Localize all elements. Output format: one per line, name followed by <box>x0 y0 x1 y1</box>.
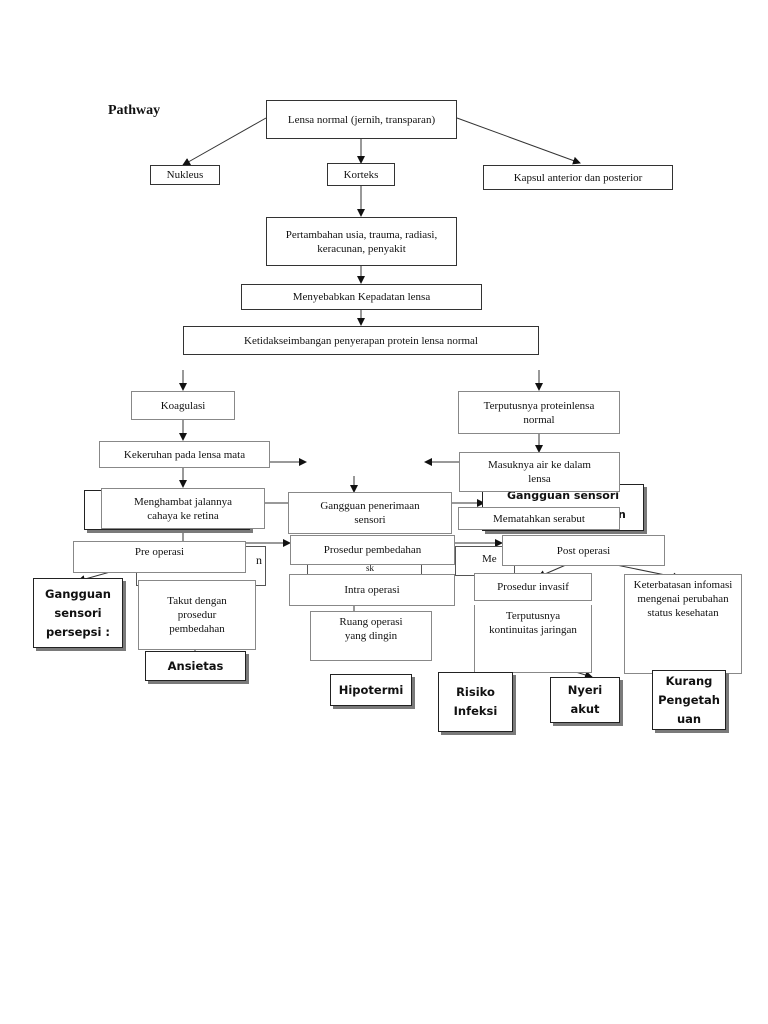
node-lensa-normal: Lensa normal (jernih, transparan) <box>266 100 457 139</box>
node-nyeri-akut: Nyeri akut <box>550 677 620 723</box>
node-kekeruhan: Kekeruhan pada lensa mata <box>99 441 270 468</box>
node-nukleus: Nukleus <box>150 165 220 185</box>
node-ketidakseimbangan: Ketidakseimbangan penyerapan protein len… <box>183 326 539 355</box>
node-terputusnya-kontinuitas-label: Terputusnya kontinuitas jaringan <box>489 610 577 636</box>
node-mematahkan-label: Mematahkan serabut <box>493 512 585 525</box>
ghost-n-right: n <box>618 508 626 521</box>
node-post-operasi: Post operasi <box>502 535 665 566</box>
ghost-n-left: n <box>256 553 262 567</box>
node-kurang-pengetahuan: Kurang Pengetah uan <box>652 670 726 730</box>
node-prosedur-pembedahan-label: Prosedur pembedahan <box>323 544 422 556</box>
node-terputusnya-kontinuitas: Terputusnya kontinuitas jaringan <box>474 605 592 673</box>
node-menyebabkan-label: Menyebabkan Kepadatan lensa <box>292 291 431 303</box>
node-ketidakseimbangan-label: Ketidakseimbangan penyerapan protein len… <box>244 334 478 347</box>
ghost-me: Me <box>482 553 497 565</box>
node-korteks: Korteks <box>327 163 395 186</box>
node-masuknya-air: Masuknya air ke dalam lensa <box>459 452 620 492</box>
node-ansietas: Ansietas <box>145 651 246 681</box>
node-intra-operasi-label: Intra operasi <box>344 584 400 596</box>
arrow-lensa-to-nukleus <box>182 117 267 166</box>
node-gangguan-penerimaan-label: Gangguan penerimaan sensori <box>320 500 420 526</box>
node-keterbatasan-label: Keterbatasan infomasi mengenai perubahan… <box>633 579 733 619</box>
node-risiko-infeksi-label: Risiko Infeksi <box>453 685 498 718</box>
node-koagulasi-label: Koagulasi <box>160 399 206 412</box>
arrow-lensa-to-kapsul <box>456 117 581 165</box>
node-prosedur-invasif: Prosedur invasif <box>474 573 592 601</box>
node-kurang-pengetahuan-label: Kurang Pengetah uan <box>658 673 720 726</box>
node-lensa-normal-label: Lensa normal (jernih, transparan) <box>287 113 436 126</box>
node-mematahkan: Mematahkan serabut <box>458 507 620 530</box>
node-hipotermi-label: Hipotermi <box>338 682 404 697</box>
node-terputusnya-protein: Terputusnya proteinlensa normal <box>458 391 620 434</box>
node-menghambat-label: Menghambat jalannya cahaya ke retina <box>133 495 233 522</box>
node-kapsul-label: Kapsul anterior dan posterior <box>513 171 643 184</box>
node-pre-operasi-label: Pre operasi <box>134 546 185 558</box>
node-ruang-operasi: Ruang operasi yang dingin <box>310 611 432 661</box>
node-terputusnya-protein-label: Terputusnya proteinlensa normal <box>483 399 595 426</box>
node-gangguan-penerimaan: Gangguan penerimaan sensori <box>288 492 452 534</box>
node-menghambat: Menghambat jalannya cahaya ke retina <box>101 488 265 529</box>
node-kapsul: Kapsul anterior dan posterior <box>483 165 673 190</box>
node-keterbatasan: Keterbatasan infomasi mengenai perubahan… <box>624 574 742 674</box>
node-ruang-operasi-label: Ruang operasi yang dingin <box>339 616 403 642</box>
node-hipotermi: Hipotermi <box>330 674 412 706</box>
node-post-operasi-label: Post operasi <box>556 544 611 557</box>
node-kekeruhan-label: Kekeruhan pada lensa mata <box>123 448 246 461</box>
node-prosedur-pembedahan: Prosedur pembedahan <box>290 535 455 565</box>
node-risiko-infeksi: Risiko Infeksi <box>438 672 513 732</box>
node-gangguan-persepsi: Gangguan sensori persepsi : <box>33 578 123 648</box>
node-ansietas-label: Ansietas <box>167 658 224 673</box>
node-takut: Takut dengan prosedur pembedahan <box>138 580 256 650</box>
node-koagulasi: Koagulasi <box>131 391 235 420</box>
node-nyeri-akut-label: Nyeri akut <box>567 683 603 716</box>
node-gangguan-persepsi-label: Gangguan sensori persepsi : <box>45 586 111 639</box>
node-gangguan-sensori-back-label: Gangguan sensori <box>506 489 620 502</box>
node-nukleus-label: Nukleus <box>166 169 204 181</box>
page-title: Pathway <box>108 103 161 118</box>
node-masuknya-air-label: Masuknya air ke dalam lensa <box>488 459 591 485</box>
node-menyebabkan: Menyebabkan Kepadatan lensa <box>241 284 482 310</box>
node-pre-operasi: Pre operasi <box>73 541 246 573</box>
node-korteks-label: Korteks <box>343 168 379 181</box>
node-intra-operasi: Intra operasi <box>289 574 455 606</box>
node-takut-label: Takut dengan prosedur pembedahan <box>167 595 227 635</box>
node-pertambahan: Pertambahan usia, trauma, radiasi, kerac… <box>266 217 457 266</box>
ghost-sk: sk <box>366 563 375 573</box>
node-pertambahan-label: Pertambahan usia, trauma, radiasi, kerac… <box>285 228 438 255</box>
node-prosedur-invasif-label: Prosedur invasif <box>497 581 569 593</box>
